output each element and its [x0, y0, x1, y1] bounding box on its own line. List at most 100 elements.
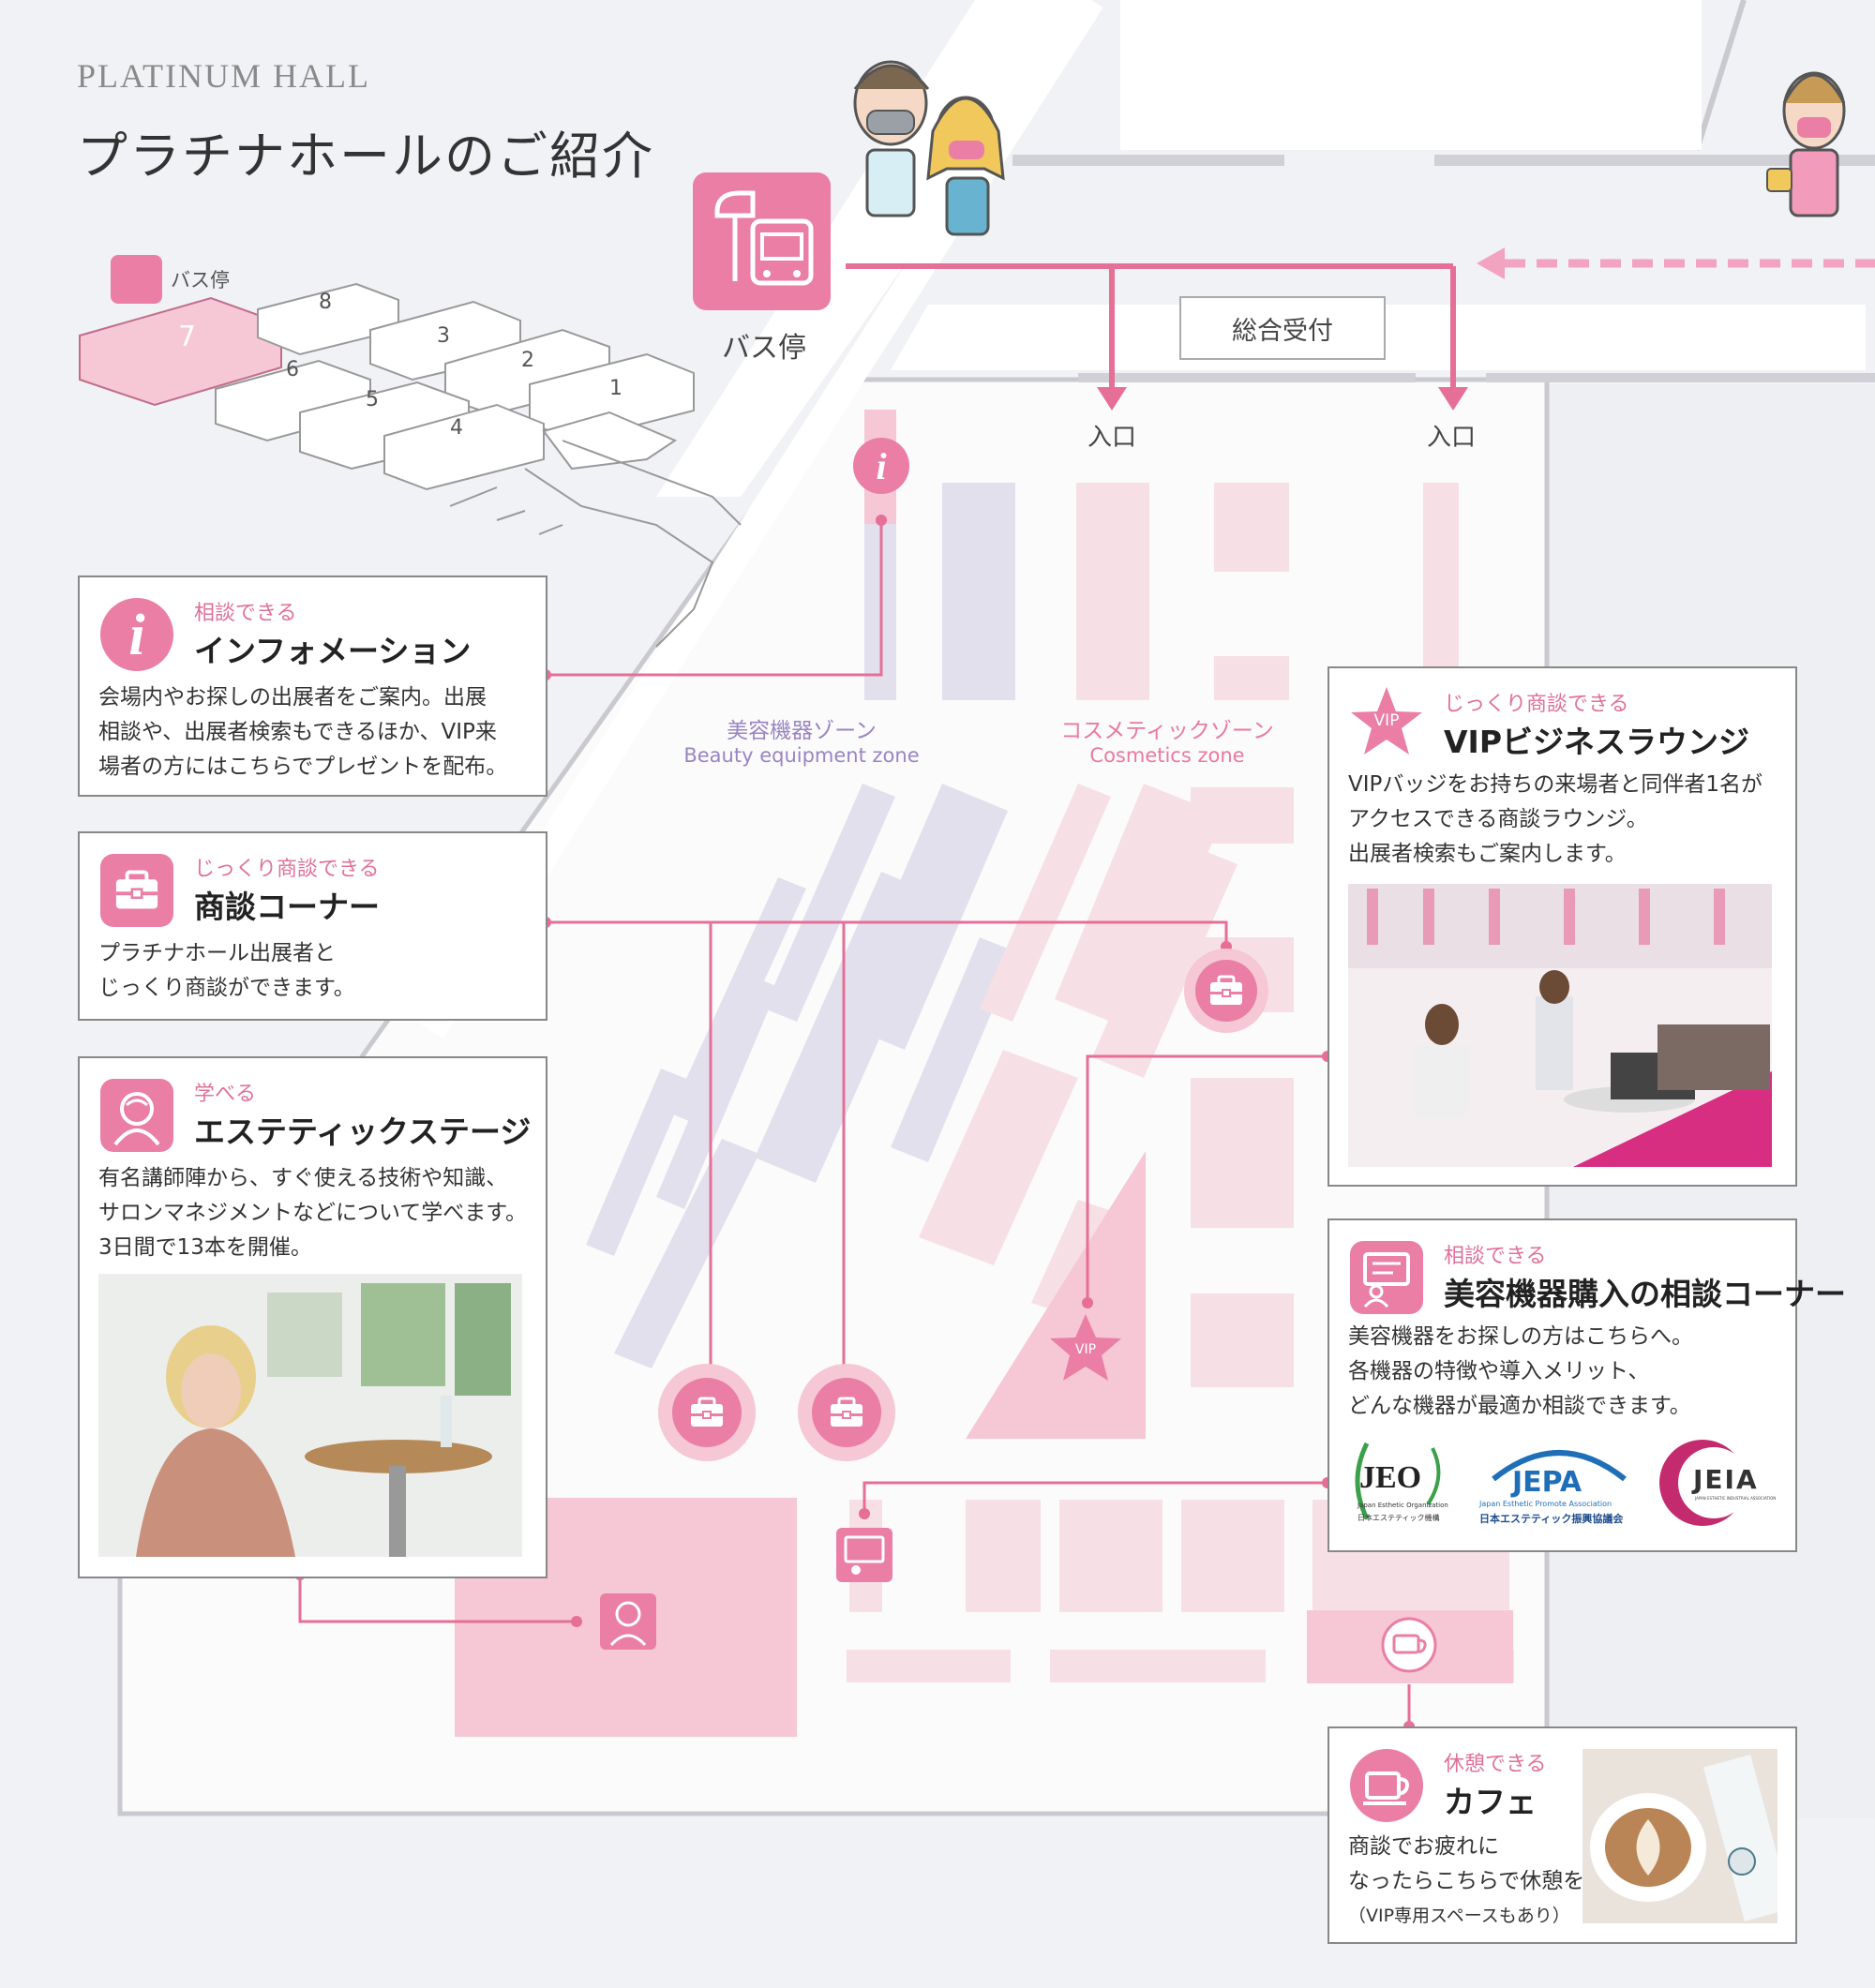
stage-photo: [98, 1274, 522, 1557]
purchase-sub-heading: 相談できる: [1444, 1245, 1547, 1268]
cafe-box: 休憩できる カフェ 商談でお疲れに なったらこちらで休憩を。 （VIP専用スペー…: [1328, 1726, 1797, 1944]
info-line: 相談や、出展者検索もできるほか、VIP来: [98, 720, 497, 744]
info-sub-heading: 相談できる: [194, 602, 297, 625]
jeia-logo-text: JEIA: [1693, 1464, 1759, 1495]
svg-text:i: i: [876, 445, 886, 487]
hall-number-8: 8: [319, 291, 332, 314]
meeting-description: プラチナホール出展者と じっくり商談ができます。: [98, 936, 355, 1006]
cafe-line: なったらこちらで休憩を。: [1348, 1869, 1607, 1893]
beauty-equipment-booths: [586, 410, 1017, 1368]
jeia-logo: JEIA JAPAN ESTHETIC INDUSTRIAL ASSOCIATI…: [1656, 1436, 1778, 1530]
purchase-description: 美容機器をお探しの方はこちらへ。 各機器の特徴や導入メリット、 どんな機器が最適…: [1348, 1320, 1693, 1424]
meeting-sub-heading: じっくり商談できる: [194, 858, 380, 881]
cafe-description: 商談でお疲れに なったらこちらで休憩を。 （VIP専用スペースもあり）: [1348, 1830, 1606, 1934]
general-reception[interactable]: 総合受付: [1179, 296, 1386, 360]
approach-arrow: [1477, 247, 1505, 279]
map-consultation-icon[interactable]: [836, 1528, 892, 1582]
esthetic-stage-box: 学べる エステティックステージ 有名講師陣から、すぐ使える技術や知識、 サロンマ…: [78, 1056, 548, 1578]
hall-number-2: 2: [521, 349, 534, 372]
map-vip-label: VIP: [1074, 1342, 1097, 1357]
svg-text:i: i: [128, 604, 144, 667]
cafe-line-note: （VIP専用スペースもあり）: [1348, 1906, 1570, 1926]
info-icon: i: [100, 598, 173, 671]
jeo-logo-sub: Japan Esthetic Organization: [1358, 1502, 1448, 1509]
cosmetics-booths: [847, 483, 1514, 1682]
map-vip-star-icon[interactable]: [1050, 1314, 1121, 1381]
vip-line: アクセスできる商談ラウンジ。: [1348, 807, 1648, 831]
cafe-line: 商談でお疲れに: [1348, 1834, 1499, 1859]
bus-stop-label: バス停: [722, 332, 806, 365]
vip-heading: VIPビジネスラウンジ: [1444, 724, 1750, 760]
vip-lounge-photo: [1348, 884, 1772, 1167]
page-title-en: PLATINUM HALL: [77, 57, 370, 95]
map-briefcase-icon[interactable]: [798, 1364, 895, 1461]
meeting-line: じっくり商談ができます。: [98, 976, 355, 1000]
coffee-cup-icon: [1350, 1749, 1423, 1822]
purchase-line: 美容機器をお探しの方はこちらへ。: [1348, 1324, 1693, 1349]
information-box: i 相談できる インフォメーション 会場内やお探しの出展者をご案内。出展 相談や…: [78, 575, 548, 797]
meeting-heading: 商談コーナー: [194, 889, 380, 925]
vip-sub-heading: じっくり商談できる: [1444, 693, 1629, 716]
info-line: 場者の方にはこちらでプレゼントを配布。: [98, 755, 508, 779]
purchase-heading: 美容機器購入の相談コーナー: [1444, 1276, 1846, 1312]
road-line: [1012, 155, 1284, 166]
page-title: プラチナホールのご紹介: [77, 127, 654, 186]
jepa-logo-sub: Japan Esthetic Promote Association: [1479, 1500, 1612, 1508]
map-coffee-cup-icon[interactable]: [1381, 1617, 1437, 1673]
meeting-line: プラチナホール出展者と: [98, 941, 336, 965]
jeo-logo-text: JEO: [1359, 1460, 1422, 1495]
jeia-logo-sub: JAPAN ESTHETIC INDUSTRIAL ASSOCIATION: [1695, 1496, 1777, 1501]
purchase-line: 各機器の特徴や導入メリット、: [1348, 1359, 1650, 1383]
cafe-sub-heading: 休憩できる: [1444, 1753, 1547, 1776]
briefcase-icon: [100, 854, 173, 927]
jeo-logo: JEO Japan Esthetic Organization 日本エステティッ…: [1348, 1434, 1451, 1537]
entrance-left[interactable]: 入口: [1088, 424, 1137, 452]
zone-name-ja: 美容機器ゾーン: [727, 719, 877, 743]
entrance-right[interactable]: 入口: [1427, 424, 1477, 452]
hall-number-3: 3: [437, 324, 450, 348]
jeo-logo-sub-ja: 日本エステティック機構: [1358, 1514, 1440, 1522]
mini-bus-stop-icon: [111, 255, 162, 304]
road-line: [1486, 373, 1875, 382]
vip-star-icon: [1351, 687, 1422, 755]
connector-lines: [298, 263, 1456, 1726]
info-description: 会場内やお探しの出展者をご案内。出展 相談や、出展者検索もできるほか、VIP来 …: [98, 680, 507, 785]
vip-line: VIPバッジをお持ちの来場者と同伴者1名が: [1348, 772, 1763, 797]
entrance-arrow: [1097, 387, 1127, 411]
map-briefcase-icon[interactable]: [1184, 949, 1268, 1033]
purchase-line: どんな機器が最適か相談できます。: [1348, 1394, 1691, 1418]
consultation-icon: [1350, 1241, 1423, 1314]
equipment-purchase-box: 相談できる 美容機器購入の相談コーナー 美容機器をお探しの方はこちらへ。 各機器…: [1328, 1218, 1846, 1552]
zone-name-en: Beauty equipment zone: [683, 744, 920, 767]
jepa-logo: JEPA Japan Esthetic Promote Association …: [1479, 1443, 1639, 1528]
map-briefcase-icon[interactable]: [658, 1364, 756, 1461]
mini-bus-stop-label: バス停: [171, 269, 230, 291]
zone-name-en: Cosmetics zone: [1089, 744, 1245, 767]
entrance-arrow: [1438, 387, 1468, 411]
meeting-corner-box: じっくり商談できる 商談コーナー プラチナホール出展者と じっくり商談ができます…: [78, 831, 548, 1021]
zone-name-ja: コスメティックゾーン: [1060, 719, 1274, 743]
jepa-logo-sub-ja: 日本エステティック振興協議会: [1479, 1513, 1624, 1525]
cosmetics-zone-label: コスメティックゾーン Cosmetics zone: [1041, 712, 1294, 767]
stage-description: 有名講師陣から、すぐ使える技術や知識、 サロンマネジメントなどについて学べます。…: [98, 1161, 527, 1265]
vip-lounge-box: VIP じっくり商談できる VIPビジネスラウンジ VIPバッジをお持ちの来場者…: [1328, 666, 1797, 1187]
visitor-characters-illustration: [853, 60, 1846, 236]
info-heading: インフォメーション: [194, 633, 472, 669]
road-line: [1078, 373, 1416, 382]
road-line: [1434, 155, 1875, 166]
hall-number-6: 6: [286, 358, 299, 381]
jepa-logo-text: JEPA: [1512, 1466, 1582, 1499]
vip-description: VIPバッジをお持ちの来場者と同伴者1名が アクセスできる商談ラウンジ。 出展者…: [1348, 768, 1762, 872]
cafe-photo: [1582, 1749, 1778, 1923]
map-info-icon[interactable]: [853, 438, 909, 494]
speaker-icon: [100, 1079, 173, 1152]
map-stage-icon[interactable]: [600, 1593, 656, 1650]
stage-heading: エステティックステージ: [194, 1114, 532, 1150]
vip-icon-label: VIP: [1373, 711, 1400, 730]
stage-line: 有名講師陣から、すぐ使える技術や知識、: [98, 1166, 508, 1190]
hall-number-5: 5: [366, 388, 379, 411]
cafe-heading: カフェ: [1444, 1784, 1537, 1820]
info-line: 会場内やお探しの出展者をご案内。出展: [98, 685, 487, 710]
hall-number-4: 4: [450, 416, 463, 440]
mini-venue-map: [79, 282, 742, 648]
